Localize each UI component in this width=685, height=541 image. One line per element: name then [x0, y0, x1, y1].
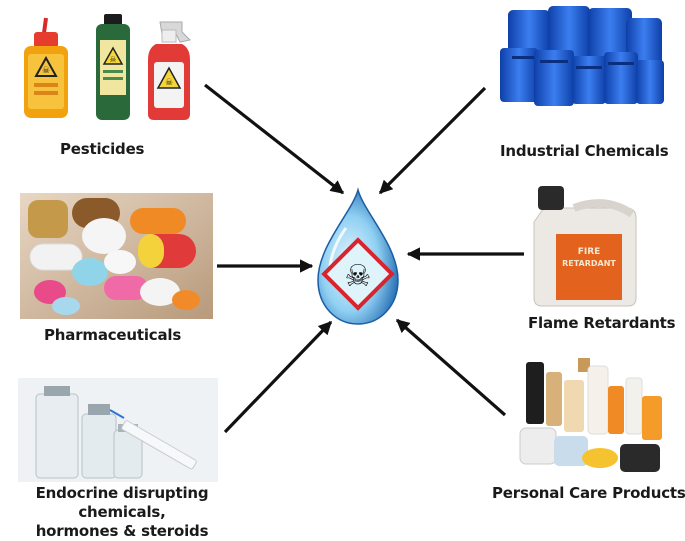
fire-retardant-canister-icon: FIRE RETARDANT [533, 186, 637, 307]
arrows [204, 83, 524, 434]
arrow-from-personal [395, 318, 507, 417]
label-endocrine: Endocrine disrupting chemicals, hormones… [2, 484, 242, 541]
arrow-from-industrial [378, 86, 487, 195]
pesticide-bottles-icon: ☠ ☠ ☠ [24, 14, 192, 120]
canister-text-retardant: RETARDANT [562, 259, 616, 268]
pills-capsules-icon [20, 193, 213, 319]
label-endocrine-line1: Endocrine disrupting chemicals, [35, 484, 209, 521]
label-endocrine-line2: hormones & steroids [35, 522, 209, 540]
label-pesticides: Pesticides [60, 140, 145, 158]
diagram-canvas: ☠ ☠ ☠ [18, 2, 668, 482]
label-flame-retardants: Flame Retardants [528, 314, 676, 332]
svg-text:☠: ☠ [42, 66, 50, 76]
arrow-from-endocrine [223, 320, 333, 434]
svg-text:☠: ☠ [109, 55, 116, 64]
label-pharmaceuticals: Pharmaceuticals [44, 326, 182, 344]
svg-text:☠: ☠ [345, 259, 372, 294]
arrow-from-pesticides [204, 83, 345, 195]
label-industrial-chemicals: Industrial Chemicals [500, 142, 669, 160]
cosmetic-bottles-icon [518, 350, 668, 478]
chemical-drums-icon [497, 2, 665, 106]
vials-syringe-icon [18, 378, 218, 482]
label-personal-care-products: Personal Care Products [492, 484, 685, 502]
svg-text:☠: ☠ [165, 78, 173, 88]
water-drop-with-skull-hazard-icon: ☠ [317, 187, 399, 325]
canister-text-fire: FIRE [578, 247, 601, 257]
